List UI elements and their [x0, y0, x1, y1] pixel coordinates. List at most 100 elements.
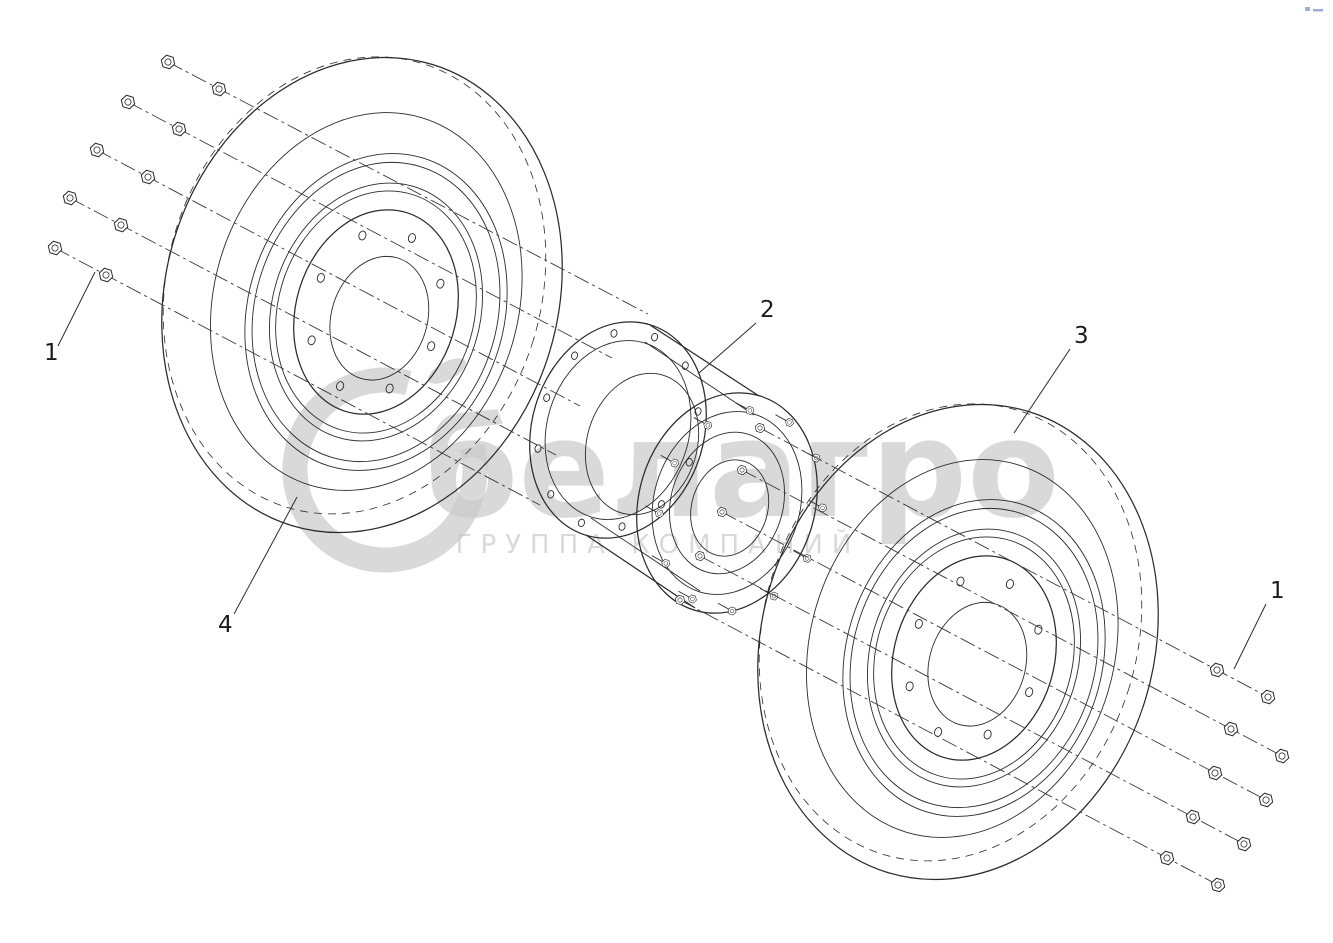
corner-mark — [1305, 7, 1323, 12]
bolt-axis-line — [96, 149, 581, 407]
right-tire-sidewall — [806, 459, 1119, 838]
bolt-axis-line — [127, 101, 613, 359]
wheel-nut — [1222, 720, 1240, 738]
wheel-nut — [1158, 849, 1176, 867]
wheel-nut — [88, 141, 106, 159]
rim-ring — [251, 161, 501, 463]
barrel-ring — [584, 372, 700, 516]
stud-nut — [768, 591, 780, 602]
bolt-hole — [436, 278, 445, 289]
bolt-hole — [618, 522, 626, 531]
left-tire-outline — [161, 56, 563, 534]
wheel-nut — [1206, 764, 1224, 782]
wheel-nut — [673, 594, 687, 606]
bolt-hole — [577, 518, 585, 528]
callout-leader — [57, 271, 96, 347]
bolt-hole — [1005, 579, 1014, 589]
bolt-hole — [407, 233, 416, 243]
callout-leader — [1233, 603, 1267, 670]
right-wheel-rim — [842, 499, 1106, 817]
wheel-nut — [1209, 876, 1227, 894]
wheel-nut — [1257, 791, 1275, 809]
bolt-hole — [358, 230, 367, 241]
bolt-hole — [1034, 624, 1043, 635]
rim-dish-opening — [891, 555, 1057, 761]
flange-ring — [529, 321, 707, 539]
callout-1-right: 1 — [1233, 578, 1285, 670]
callout-label-1-right: 1 — [1270, 578, 1285, 604]
bolt-hole — [905, 681, 914, 692]
wheel-nut — [46, 239, 64, 257]
wheel-nut — [97, 266, 115, 284]
corner-mark-glyph — [1313, 9, 1323, 12]
callout-leader — [233, 496, 298, 615]
rim-ring — [866, 528, 1082, 788]
bolt-hole — [385, 383, 394, 394]
drum-body-line — [590, 517, 701, 592]
wheel-nut — [1273, 747, 1291, 765]
callout-label-1-left: 1 — [44, 340, 59, 366]
wheel-nut — [119, 93, 137, 111]
watermark: белагро ГРУППА КОМПАНИЙ — [282, 358, 1060, 573]
hub-barrel — [584, 372, 700, 516]
bolt-hole — [651, 332, 659, 342]
callouts: 1 4 2 3 1 — [44, 271, 1285, 670]
bolt-hole — [914, 619, 923, 629]
bolt-hole — [681, 361, 689, 370]
bolt-axis-line — [167, 61, 649, 315]
watermark-logo-leaf — [427, 358, 467, 384]
callout-label-2: 2 — [760, 297, 775, 323]
bolt-hole — [956, 576, 965, 587]
callout-leader — [698, 322, 757, 374]
flange-center-hole — [690, 459, 770, 557]
drum-body-line — [644, 341, 755, 416]
bolt-hole — [534, 444, 542, 453]
rim-ring — [873, 536, 1075, 780]
bolt-axis-line — [741, 469, 1283, 757]
wheel-nut — [170, 120, 188, 138]
right-rim-bolt-holes — [905, 576, 1043, 740]
bolt-axes-and-nuts — [46, 53, 1291, 894]
bolt-axis-line — [679, 599, 1219, 886]
callout-label-4: 4 — [218, 612, 233, 638]
callout-label-3: 3 — [1074, 323, 1089, 349]
drum-body-line — [649, 324, 760, 397]
bolt-hole — [316, 273, 325, 283]
callout-2: 2 — [698, 297, 775, 374]
bolt-hole — [934, 727, 943, 737]
bolt-hole — [336, 381, 345, 391]
bolt-hole — [610, 329, 618, 338]
wheel-nut — [210, 80, 228, 98]
bolt-hole — [983, 729, 992, 740]
bolt-hole — [571, 351, 579, 360]
bolt-hole — [543, 393, 551, 402]
stud-nut — [726, 606, 738, 616]
bolt-axis-line — [69, 197, 557, 456]
bolt-axis-line — [54, 247, 541, 506]
hub-center-hole — [927, 601, 1028, 727]
rim-ring — [849, 507, 1099, 809]
corner-mark-glyph — [1305, 7, 1310, 11]
stud-nut — [687, 594, 698, 604]
flange-ring — [636, 392, 818, 614]
right-tire-hidden-edge — [758, 403, 1143, 862]
wheel-nut — [1235, 835, 1253, 853]
wheel-nut — [1184, 808, 1202, 826]
bolt-axis-line — [699, 555, 1245, 845]
callout-leader — [1013, 348, 1071, 434]
rim-ring — [842, 499, 1106, 817]
wheel-nut — [1259, 688, 1277, 706]
left-tire-hidden-edge — [162, 56, 547, 515]
watermark-logo-ring — [282, 367, 488, 573]
bolt-axis-line — [759, 427, 1269, 698]
callout-3: 3 — [1013, 323, 1089, 434]
rim-ring — [244, 153, 508, 471]
bolt-hole — [657, 500, 665, 509]
wheel-nut — [139, 168, 157, 186]
rim-ring — [268, 182, 484, 442]
wheel-nut — [112, 216, 130, 234]
wheel-nut — [1208, 661, 1226, 679]
bolt-hole — [427, 341, 436, 351]
